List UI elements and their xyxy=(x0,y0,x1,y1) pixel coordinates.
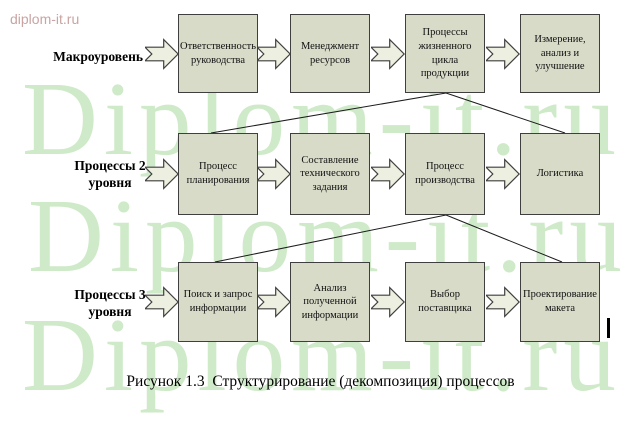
process-box: Составление технического задания xyxy=(290,133,370,215)
figure-caption: Рисунок 1.3 Структурирование (декомпозиц… xyxy=(126,373,515,390)
process-box: Логистика xyxy=(520,133,600,215)
process-box-label: Процессы жизненного цикла продукции xyxy=(418,27,472,80)
notched-right-arrow-icon xyxy=(486,284,520,320)
process-box-label: Выбор поставщика xyxy=(418,289,472,314)
process-box-label: Ответственность руководства xyxy=(179,40,257,66)
process-box-label: Процесс планирования xyxy=(186,161,250,186)
process-box: Проектирование макета xyxy=(520,262,600,342)
process-box: Процесс планирования xyxy=(178,133,258,215)
process-box: Анализ полученной информации xyxy=(290,262,370,342)
notched-right-arrow-icon xyxy=(486,36,520,72)
process-box-label: Логистика xyxy=(536,168,584,180)
process-box: Выбор поставщика xyxy=(405,262,485,342)
process-box-label: Процесс производства xyxy=(415,161,475,186)
level-label-macro: Макроуровень xyxy=(53,49,143,64)
notched-right-arrow-icon xyxy=(257,156,291,192)
notched-right-arrow-icon xyxy=(145,36,179,72)
notched-right-arrow-icon xyxy=(257,36,291,72)
process-box: Процесс производства xyxy=(405,133,485,215)
process-box: Менеджмент ресурсов xyxy=(290,14,370,93)
process-box-label: Поиск и запрос информации xyxy=(183,289,253,314)
process-box-label: Проектирование макета xyxy=(523,289,597,314)
notched-right-arrow-icon xyxy=(371,36,405,72)
notched-right-arrow-icon xyxy=(486,156,520,192)
process-box: Ответственность руководства xyxy=(178,14,258,93)
level-label-2: Процессы 2 уровня xyxy=(74,158,146,190)
level-label-3: Процессы 3 уровня xyxy=(74,287,146,319)
notched-right-arrow-icon xyxy=(145,284,179,320)
notched-right-arrow-icon xyxy=(371,284,405,320)
notched-right-arrow-icon xyxy=(257,284,291,320)
notched-right-arrow-icon xyxy=(371,156,405,192)
process-box: Измерение, анализ и улучшение xyxy=(520,14,600,93)
notched-right-arrow-icon xyxy=(145,156,179,192)
process-box-label: Анализ полученной информации xyxy=(301,282,359,321)
process-box: Процессы жизненного цикла продукции xyxy=(405,14,485,93)
process-box: Поиск и запрос информации xyxy=(178,262,258,342)
process-box-label: Измерение, анализ и улучшение xyxy=(534,34,586,73)
watermark-small: diplom-it.ru xyxy=(10,11,80,27)
process-box-label: Менеджмент ресурсов xyxy=(300,40,360,66)
process-box-label: Составление технического задания xyxy=(300,154,360,193)
text-cursor-artifact xyxy=(607,318,610,338)
